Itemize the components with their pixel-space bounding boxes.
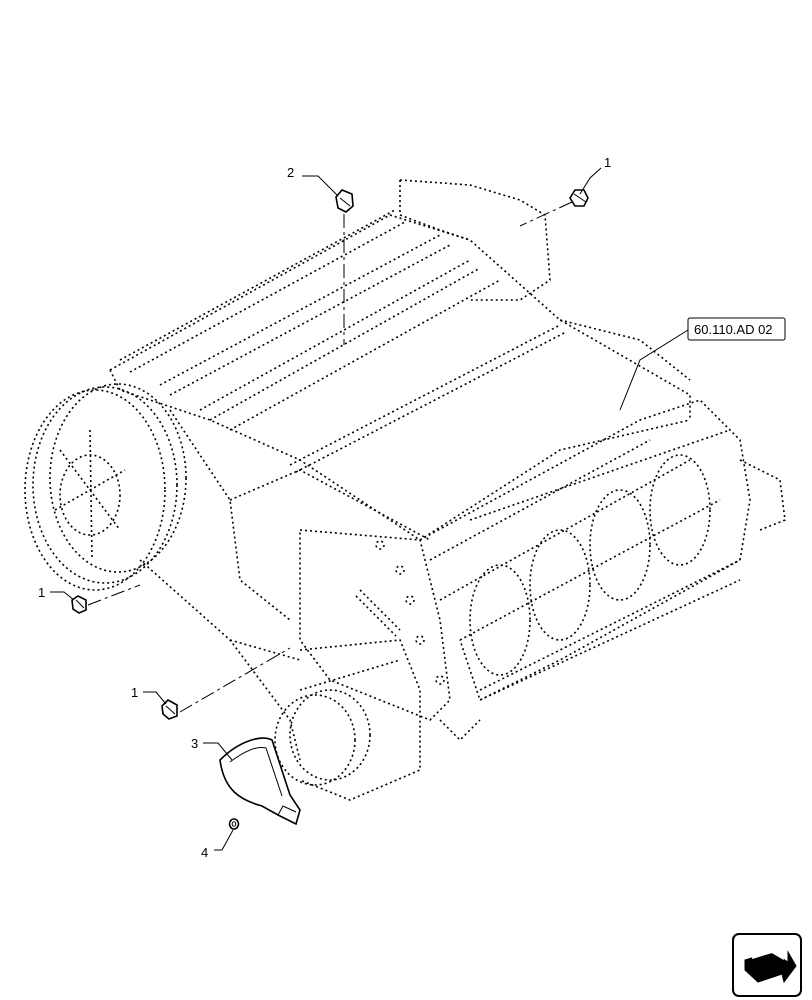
next-page-arrow-icon[interactable] bbox=[732, 933, 802, 997]
callout-leaders bbox=[50, 167, 689, 851]
reference-text: 60.110.AD 02 bbox=[694, 322, 773, 337]
part-4-washer bbox=[228, 818, 240, 830]
part-3-cover-shield bbox=[219, 737, 301, 826]
callout-1-top-right: 1 bbox=[604, 155, 611, 170]
part-1-clip-lower bbox=[161, 699, 178, 720]
reference-label[interactable]: 60.110.AD 02 bbox=[687, 317, 786, 341]
part-1-clip-left bbox=[71, 595, 87, 614]
callout-3: 3 bbox=[191, 736, 198, 751]
callout-1-lower: 1 bbox=[131, 685, 138, 700]
installation-center-lines bbox=[87, 201, 573, 713]
part-2-clip bbox=[335, 189, 354, 213]
callout-labels: 1 2 1 1 3 4 bbox=[38, 155, 611, 860]
callout-2: 2 bbox=[287, 165, 294, 180]
callout-4: 4 bbox=[201, 845, 208, 860]
callout-1-left: 1 bbox=[38, 585, 45, 600]
machine-assembly bbox=[24, 179, 786, 801]
reference-box bbox=[687, 317, 786, 341]
part-1-clip-top-right bbox=[569, 189, 589, 207]
